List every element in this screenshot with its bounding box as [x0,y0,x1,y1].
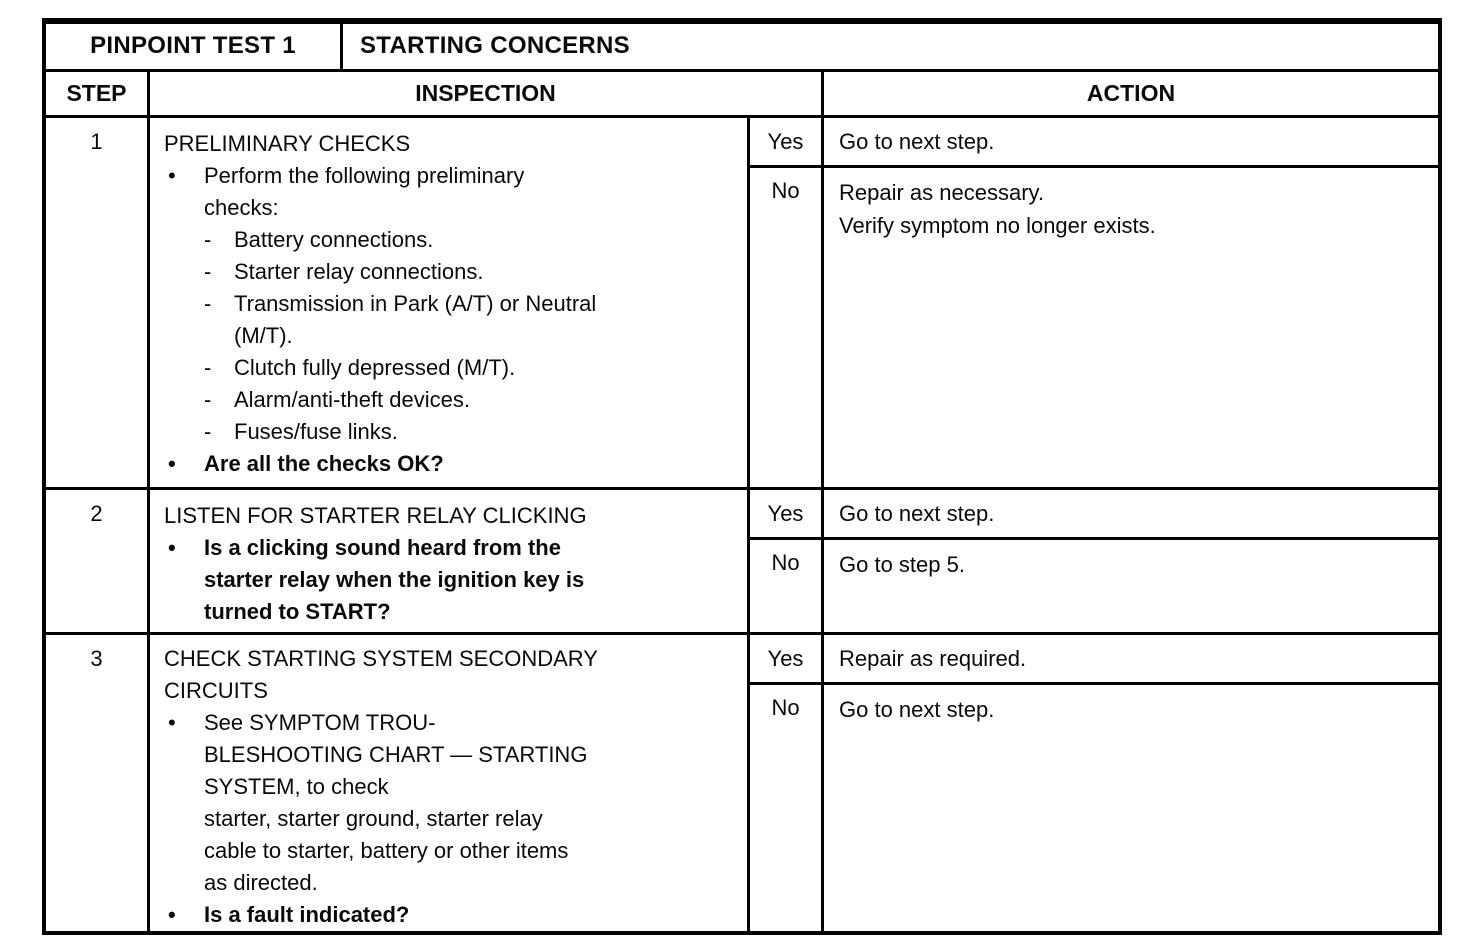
check-item: - Alarm/anti-theft devices. [204,384,733,416]
question-text: Is a fault indicated? [204,902,410,927]
dash-icon: - [204,419,212,445]
bullet-icon: • [168,451,176,477]
table-header-row: PINPOINT TEST 1 STARTING CONCERNS [46,24,1438,72]
check-item-text: Battery connections. [234,227,434,253]
bullet-icon: • [168,535,176,561]
check-item-text: Transmission in Park (A/T) or Neutral (M… [234,291,597,349]
bullet-text: Perform the following preliminary checks… [204,163,525,221]
inspection-bullet: • Perform the following preliminary chec… [164,160,733,224]
inspection-question: • Are all the checks OK? [164,448,733,480]
bullet-text: See SYMPTOM TROU- BLESHOOTING CHART — ST… [204,710,588,895]
no-label: No [750,168,824,488]
results-cell: Yes Go to next step. No Go to step 5. [750,490,1438,632]
results-cell: Yes Go to next step. No Repair as necess… [750,118,1438,488]
bullet-icon: • [168,163,176,189]
inspection-bullet: • See SYMPTOM TROU- BLESHOOTING CHART — … [164,707,733,899]
inspection-question: • Is a fault indicated? [164,899,733,931]
no-label: No [750,540,824,632]
step-row-2: 2 LISTEN FOR STARTER RELAY CLICKING • Is… [46,490,1438,635]
step-row-3: 3 CHECK STARTING SYSTEM SECONDARY CIRCUI… [46,635,1438,931]
question-text: Is a clicking sound heard from the start… [204,535,585,625]
results-cell: Yes Repair as required. No Go to next st… [750,635,1438,931]
test-title-cell: STARTING CONCERNS [360,32,630,60]
inspection-cell: CHECK STARTING SYSTEM SECONDARY CIRCUITS… [150,635,750,931]
bullet-icon: • [168,902,176,927]
inspection-cell: LISTEN FOR STARTER RELAY CLICKING • Is a… [150,490,750,632]
yes-result-row: Yes Go to next step. [750,490,1438,541]
no-result-row: No Go to next step. [750,685,1438,931]
no-label: No [750,685,824,931]
yes-action-text: Repair as required. [839,646,1027,671]
check-item: - Transmission in Park (A/T) or Neutral … [204,288,733,352]
step-number: 2 [46,490,150,632]
no-result-row: No Repair as necessary. Verify symptom n… [750,168,1438,488]
column-header-row: STEP INSPECTION ACTION [46,71,1438,119]
no-action-text: Repair as necessary. Verify symptom no l… [839,180,1156,239]
dash-icon: - [204,291,212,317]
yes-label: Yes [750,635,824,682]
dash-icon: - [204,259,212,285]
yes-action-text: Go to next step. [839,501,995,527]
inspection-cell: PRELIMINARY CHECKS • Perform the followi… [150,118,750,488]
inspection-title: PRELIMINARY CHECKS [164,131,411,157]
no-action-text: Go to step 5. [839,552,965,578]
dash-icon: - [204,227,212,253]
dash-icon: - [204,387,212,413]
no-action-text: Go to next step. [839,697,995,722]
inspection-question: • Is a clicking sound heard from the sta… [164,532,733,628]
bullet-icon: • [168,710,176,735]
check-item: - Fuses/fuse links. [204,416,733,448]
step-number: 1 [46,118,150,488]
col-header-action: ACTION [1086,79,1176,106]
check-item: - Starter relay connections. [204,256,733,288]
yes-label: Yes [750,118,824,166]
inspection-title: CHECK STARTING SYSTEM SECONDARY CIRCUITS [164,646,598,703]
check-item-text: Alarm/anti-theft devices. [234,387,470,413]
step-number: 3 [46,635,150,931]
test-number-cell: PINPOINT TEST 1 [46,24,343,69]
question-text: Are all the checks OK? [204,451,444,477]
step-row-1: 1 PRELIMINARY CHECKS • Perform the follo… [46,118,1438,491]
dash-icon: - [204,355,212,381]
yes-action-text: Go to next step. [839,129,995,155]
no-result-row: No Go to step 5. [750,540,1438,632]
col-header-inspection: INSPECTION [150,71,824,116]
yes-label: Yes [750,490,824,538]
col-header-step: STEP [46,71,150,116]
yes-result-row: Yes Repair as required. [750,635,1438,685]
check-item-text: Fuses/fuse links. [234,419,398,445]
check-item: - Battery connections. [204,224,733,256]
check-item-text: Clutch fully depressed (M/T). [234,355,516,381]
inspection-title: LISTEN FOR STARTER RELAY CLICKING [164,503,587,529]
check-item: - Clutch fully depressed (M/T). [204,352,733,384]
check-item-text: Starter relay connections. [234,259,484,285]
pinpoint-test-table: PINPOINT TEST 1 STARTING CONCERNS STEP I… [42,18,1442,935]
yes-result-row: Yes Go to next step. [750,118,1438,169]
